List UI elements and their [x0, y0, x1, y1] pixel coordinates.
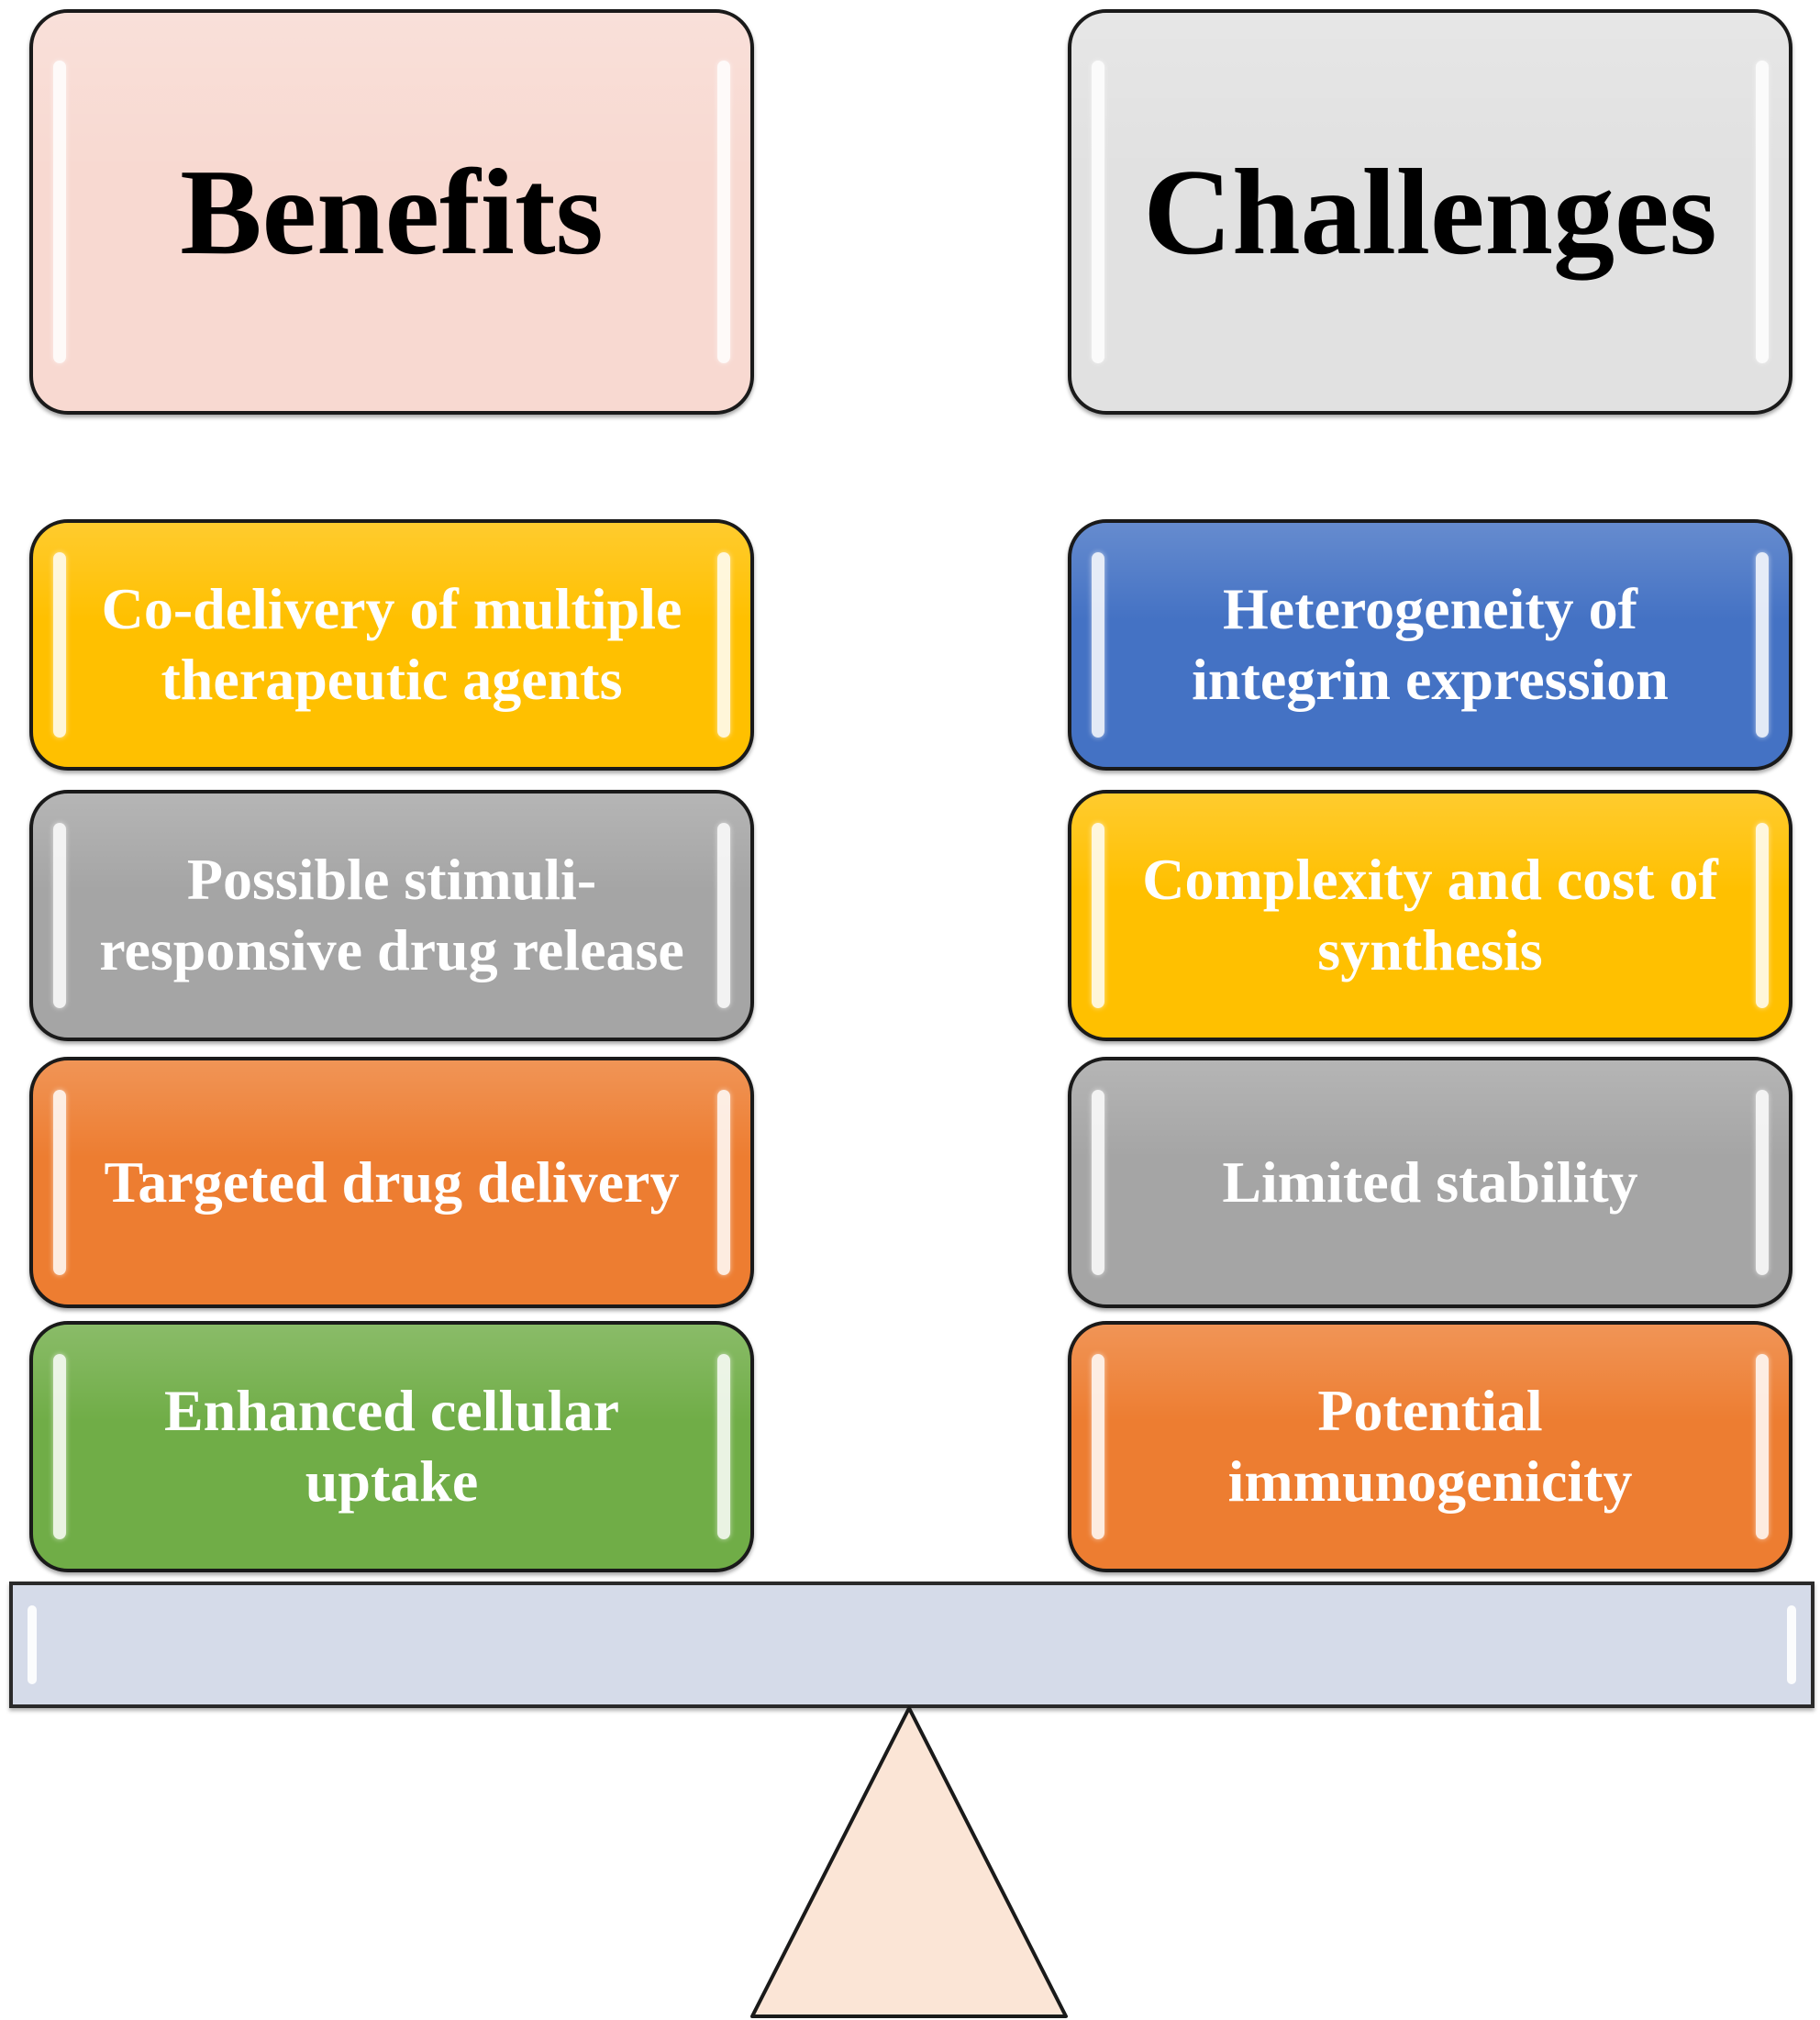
highlight-bar — [1756, 1089, 1769, 1276]
challenge-label: Potential immunogenicity — [1227, 1378, 1633, 1514]
challenges-header-box: Challenges — [1068, 9, 1792, 415]
benefits-heading: Benefits — [180, 143, 604, 280]
challenges-heading: Challenges — [1143, 143, 1717, 280]
highlight-bar — [1756, 1353, 1769, 1540]
challenge-box-complexity-cost: Complexity and cost of synthesis — [1068, 790, 1792, 1041]
benefit-label: Co-delivery of multiple therapeutic agen… — [101, 576, 682, 712]
benefit-box-co-delivery: Co-delivery of multiple therapeutic agen… — [29, 519, 754, 771]
challenge-box-limited-stability: Limited stability — [1068, 1057, 1792, 1308]
highlight-bar — [717, 1089, 730, 1276]
benefit-label: Targeted drug delivery — [104, 1149, 680, 1215]
highlight-bar — [1756, 822, 1769, 1009]
challenge-label: Heterogeneity of integrin expression — [1192, 576, 1669, 712]
beam-highlight — [28, 1605, 37, 1684]
highlight-bar — [1092, 551, 1104, 738]
highlight-bar — [1092, 1089, 1104, 1276]
highlight-bar — [717, 1353, 730, 1540]
challenge-box-immunogenicity: Potential immunogenicity — [1068, 1321, 1792, 1572]
gloss-shine — [1071, 1060, 1789, 1159]
highlight-bar — [1092, 61, 1104, 363]
highlight-bar — [717, 61, 730, 363]
balance-beam — [9, 1582, 1814, 1708]
highlight-bar — [53, 822, 66, 1009]
highlight-bar — [1756, 61, 1769, 363]
benefit-box-stimuli-release: Possible stimuli- responsive drug releas… — [29, 790, 754, 1041]
highlight-bar — [717, 551, 730, 738]
highlight-bar — [53, 61, 66, 363]
benefit-label: Possible stimuli- responsive drug releas… — [99, 847, 684, 982]
fulcrum-triangle-icon — [750, 1706, 1068, 2018]
benefit-box-cellular-uptake: Enhanced cellular uptake — [29, 1321, 754, 1572]
benefits-header-box: Benefits — [29, 9, 754, 415]
gloss-shine — [33, 1060, 750, 1159]
fulcrum-shape — [750, 1706, 1068, 2018]
challenge-label: Limited stability — [1222, 1149, 1638, 1215]
highlight-bar — [53, 551, 66, 738]
beam-highlight — [1787, 1605, 1796, 1684]
highlight-bar — [717, 822, 730, 1009]
challenge-label: Complexity and cost of synthesis — [1142, 847, 1718, 982]
highlight-bar — [1092, 1353, 1104, 1540]
highlight-bar — [1092, 822, 1104, 1009]
highlight-bar — [53, 1353, 66, 1540]
highlight-bar — [1756, 551, 1769, 738]
benefit-label: Enhanced cellular uptake — [163, 1378, 620, 1514]
highlight-bar — [53, 1089, 66, 1276]
challenge-box-heterogeneity: Heterogeneity of integrin expression — [1068, 519, 1792, 771]
benefit-box-targeted-delivery: Targeted drug delivery — [29, 1057, 754, 1308]
